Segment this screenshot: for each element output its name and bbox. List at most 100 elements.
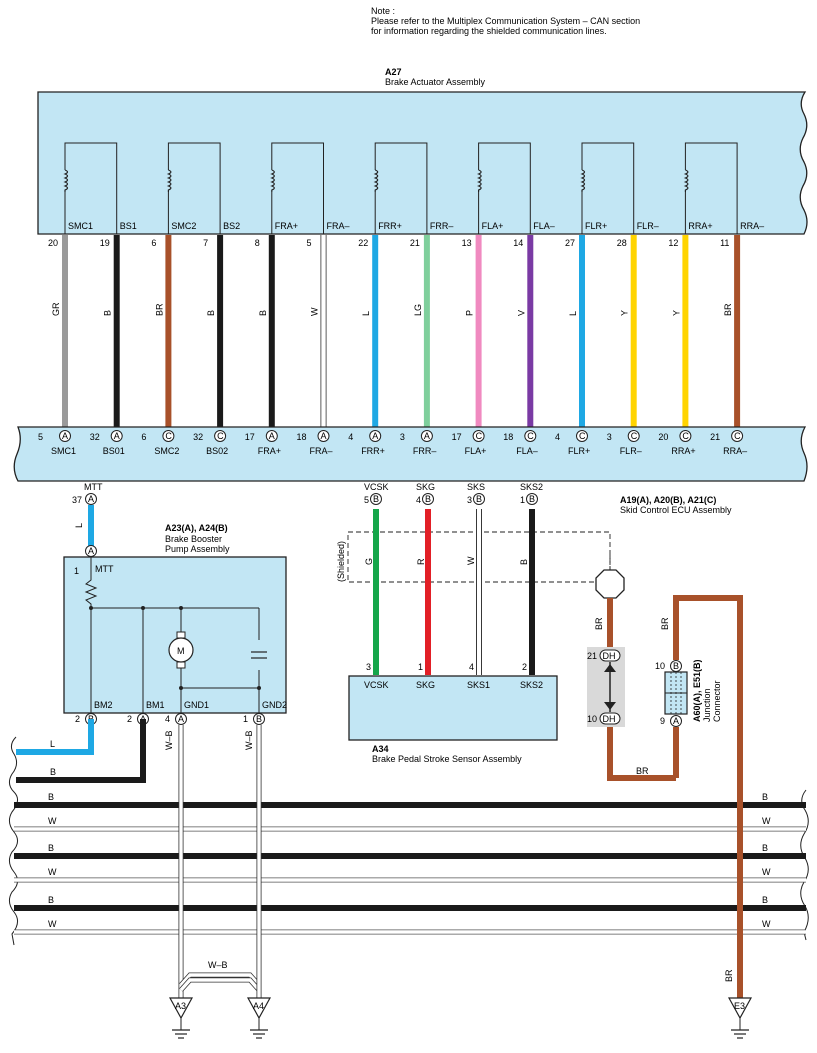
ecu-pin-label: FRA– <box>310 446 333 456</box>
capacitor-gap <box>255 640 265 670</box>
br-label-left-lower: BR <box>636 766 649 776</box>
wb-bridge-label: W–B <box>208 960 228 970</box>
pump-box <box>63 556 287 714</box>
ecu-pin-label: RRA+ <box>671 446 695 456</box>
ecu-mtt-conn: A <box>88 494 94 504</box>
wire-bottom-pin: 20 <box>658 432 668 442</box>
dh-bottom-code: DH <box>603 714 616 724</box>
ecu-pin-label: FRA+ <box>258 446 281 456</box>
sensor-wire-label-g: G <box>364 558 374 565</box>
pump-title-1: Brake Booster <box>165 534 222 544</box>
junction-line-1: Junction <box>702 688 712 722</box>
wire-color-label: P <box>465 310 475 316</box>
pump-codes: A23(A), A24(B) <box>165 523 228 533</box>
wire-top-pin: 19 <box>100 238 110 248</box>
bus-line-label-right: B <box>762 895 768 905</box>
connector-letter: A <box>372 431 378 441</box>
shield-octagon-icon <box>595 569 625 599</box>
wire-top-pin: 6 <box>151 238 156 248</box>
connector-circle <box>265 430 278 442</box>
connector-circle <box>679 430 692 442</box>
actuator-pin-label: BS2 <box>223 221 240 231</box>
wire-color-label: B <box>103 310 113 316</box>
ecu-pin-label: SMC2 <box>154 446 179 456</box>
actuator-pin-label: RRA+ <box>688 221 712 231</box>
wire-color-label: Y <box>620 310 630 316</box>
junction-bottom-conn: A <box>673 716 679 726</box>
dh-top-pin: 21 <box>587 651 597 661</box>
sensor-title: Brake Pedal Stroke Sensor Assembly <box>372 754 522 764</box>
pump-bottom-pin: 2 <box>127 714 132 724</box>
wire-bottom-pin: 32 <box>90 432 100 442</box>
wire-top-pin: 20 <box>48 238 58 248</box>
actuator-pin-label: FLR+ <box>585 221 607 231</box>
connector-circle <box>576 430 588 442</box>
bus-line-label-left: W <box>48 919 57 929</box>
pump-bottom-label: GND1 <box>184 700 209 710</box>
ecu-lower-pin: 5 <box>364 495 369 505</box>
connector-letter: C <box>579 431 586 441</box>
br-label-left-upper: BR <box>594 617 604 630</box>
actuator-pin-label: FLR– <box>637 221 659 231</box>
ecu-lower-pin: 3 <box>467 495 472 505</box>
pump-mtt-label: MTT <box>95 564 114 574</box>
connector-letter: C <box>734 431 741 441</box>
coil-icon <box>270 169 275 192</box>
bus-l-wire <box>16 719 94 755</box>
wire-bottom-pin: 17 <box>245 432 255 442</box>
sensor-code: A34 <box>372 744 389 754</box>
connector-letter: A <box>114 431 120 441</box>
note: Note : Please refer to the Multiplex Com… <box>371 6 640 36</box>
mtt-wire-color: L <box>74 523 84 528</box>
connector-circle <box>731 430 744 442</box>
ecu-mtt-pin: 37 <box>72 495 82 505</box>
wire-color-label: L <box>568 311 578 316</box>
ecu-pin-label: SMC1 <box>51 446 76 456</box>
bus-line-label-left: B <box>48 792 54 802</box>
coil-icon <box>166 169 172 192</box>
coil-icon <box>683 169 689 192</box>
pump-bottom-label: GND2 <box>262 700 287 710</box>
ecu-pin-label: BS01 <box>103 446 125 456</box>
connector-circle <box>214 430 227 442</box>
junction-bottom-pin: 9 <box>660 716 665 726</box>
sensor-pin-number: 3 <box>366 662 371 672</box>
ground-label: A4 <box>253 1001 264 1011</box>
brake-booster-pump-assembly: A23(A), A24(B) Brake Booster Pump Assemb… <box>63 523 287 725</box>
note-line-2: Please refer to the Multiplex Communicat… <box>371 16 640 26</box>
connector-circle <box>627 430 640 442</box>
mtt-wire: L <box>74 505 94 546</box>
bus-line-label-left: B <box>48 843 54 853</box>
bus-b-wire <box>16 719 146 783</box>
ecu-pin-label: FLA+ <box>465 446 487 456</box>
motor-icon: M <box>168 631 194 669</box>
connector-circle <box>420 430 433 442</box>
wire-color-label: BR <box>723 303 733 316</box>
wire-bottom-pin: 3 <box>400 432 405 442</box>
pump-top-pin: 1 <box>74 566 79 576</box>
ecu-pin-label: RRA– <box>723 446 747 456</box>
pump-bottom-pin: 4 <box>165 714 170 724</box>
wire-bottom-pin: 32 <box>193 432 203 442</box>
bus-b-label: B <box>50 767 56 777</box>
pump-bottom-label: BM1 <box>146 700 165 710</box>
br-label-right-lower: BR <box>724 969 734 982</box>
shielded-label: (Shielded) <box>336 541 346 582</box>
ecu-pin-label: BS02 <box>206 446 228 456</box>
wire-top-pin: 7 <box>203 238 208 248</box>
ground-label: E3 <box>734 1001 745 1011</box>
connector-letter: C <box>631 431 638 441</box>
wire-top-pin: 21 <box>410 238 420 248</box>
resistor <box>84 557 98 713</box>
wire-color-label: LG <box>413 304 423 316</box>
connector-letter: C <box>476 431 483 441</box>
wire-bottom-pin: 4 <box>555 432 560 442</box>
ecu-lower-conn: B <box>425 494 431 504</box>
wire-top-pin: 5 <box>307 238 312 248</box>
bus-line-label-left: B <box>48 895 54 905</box>
